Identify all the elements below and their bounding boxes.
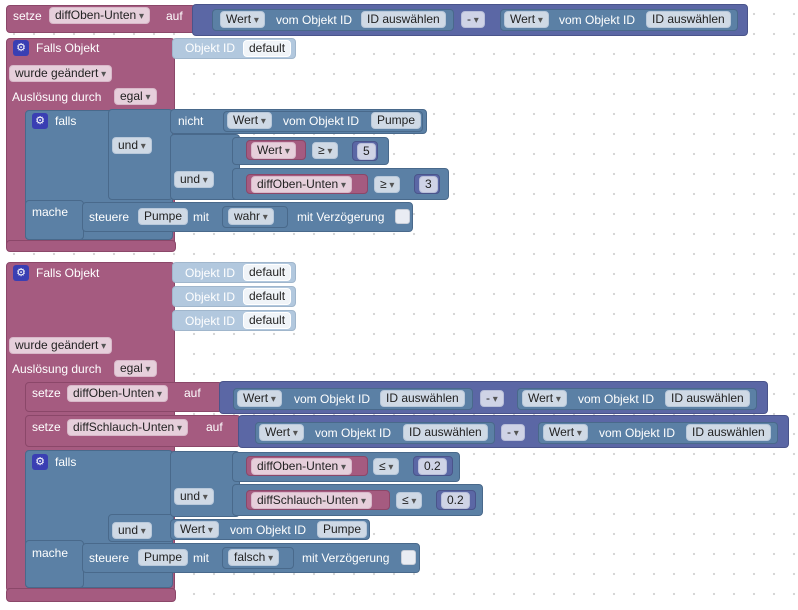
objekt-id-label: Objekt ID xyxy=(185,314,236,328)
objekt-id-label: Objekt ID xyxy=(185,290,236,304)
logic-operator-dropdown-und[interactable]: und xyxy=(112,522,152,539)
compare-operator-dropdown[interactable]: ≥ xyxy=(374,176,401,193)
setze-label: setze xyxy=(13,9,42,23)
gear-icon[interactable]: ⚙ xyxy=(13,265,29,281)
id-select-button[interactable]: ID auswählen xyxy=(646,11,731,28)
id-select-button[interactable]: ID auswählen xyxy=(686,424,771,441)
vom-objekt-id-label: vom Objekt ID xyxy=(294,392,371,406)
falls-objekt-label: Falls Objekt xyxy=(36,266,100,280)
vom-objekt-id-label: vom Objekt ID xyxy=(559,13,636,27)
object-id-field[interactable]: default xyxy=(243,288,292,305)
objekt-id-label: Objekt ID xyxy=(185,266,236,280)
ausloesung-label: Auslösung durch xyxy=(12,362,102,376)
auf-label: auf xyxy=(206,420,223,434)
falls-label: falls xyxy=(55,114,77,128)
object-id-field[interactable]: default xyxy=(243,264,292,281)
vom-objekt-id-label: vom Objekt ID xyxy=(230,523,307,537)
compare-operator-dropdown[interactable]: ≥ xyxy=(312,142,339,159)
variable-dropdown-diff-oben-unten[interactable]: diffOben-Unten xyxy=(251,176,352,193)
auf-label: auf xyxy=(184,386,201,400)
boolean-dropdown-falsch[interactable]: falsch xyxy=(228,549,280,566)
mit-verzoegerung-label: mit Verzögerung xyxy=(302,551,390,565)
object-id-field-pumpe[interactable]: Pumpe xyxy=(138,549,189,566)
variable-dropdown-wert[interactable]: Wert xyxy=(251,142,296,159)
compare-operator-dropdown[interactable]: ≤ xyxy=(396,492,423,509)
gear-icon[interactable]: ⚙ xyxy=(32,454,48,470)
trigger-block-2-bottom xyxy=(6,588,176,602)
logic-operator-dropdown-und[interactable]: und xyxy=(174,171,214,188)
change-type-dropdown[interactable]: wurde geändert xyxy=(9,65,113,82)
attribute-dropdown-wert[interactable]: Wert xyxy=(543,424,588,441)
delay-checkbox[interactable] xyxy=(401,550,416,565)
setze-label: setze xyxy=(32,386,61,400)
attribute-dropdown-wert[interactable]: Wert xyxy=(504,11,549,28)
auf-label: auf xyxy=(166,9,183,23)
steuere-label: steuere xyxy=(89,210,130,224)
attribute-dropdown-wert[interactable]: Wert xyxy=(227,112,272,129)
id-select-button[interactable]: ID auswählen xyxy=(380,390,465,407)
trigger-block-1-bottom xyxy=(6,240,176,252)
gear-icon[interactable]: ⚙ xyxy=(13,40,29,56)
operator-dropdown-minus[interactable]: - xyxy=(501,424,525,441)
gear-icon[interactable]: ⚙ xyxy=(32,113,48,129)
id-select-button[interactable]: ID auswählen xyxy=(665,390,750,407)
number-field[interactable]: 3 xyxy=(419,176,438,193)
compare-operator-dropdown[interactable]: ≤ xyxy=(373,458,400,475)
logic-and-block-outer[interactable] xyxy=(108,109,173,200)
attribute-dropdown-wert[interactable]: Wert xyxy=(237,390,282,407)
nicht-label: nicht xyxy=(178,114,204,128)
boolean-dropdown-wahr[interactable]: wahr xyxy=(228,208,274,225)
variable-dropdown-diff-schlauch-unten[interactable]: diffSchlauch-Unten xyxy=(251,492,372,509)
operator-dropdown-minus[interactable]: - xyxy=(480,390,504,407)
trigger-source-dropdown[interactable]: egal xyxy=(114,360,157,377)
object-id-field[interactable]: default xyxy=(243,312,292,329)
vom-objekt-id-label: vom Objekt ID xyxy=(283,114,360,128)
object-id-field[interactable]: default xyxy=(243,40,292,57)
variable-dropdown-diff-oben-unten[interactable]: diffOben-Unten xyxy=(49,7,150,24)
vom-objekt-id-label: vom Objekt ID xyxy=(599,426,676,440)
logic-and-block-inner[interactable] xyxy=(170,134,240,200)
variable-dropdown-diff-oben-unten[interactable]: diffOben-Unten xyxy=(67,385,168,402)
if-block-1-mache xyxy=(25,200,84,240)
delay-checkbox[interactable] xyxy=(395,209,410,224)
number-field[interactable]: 5 xyxy=(357,143,376,160)
mache-label: mache xyxy=(32,546,69,560)
logic-operator-dropdown-und[interactable]: und xyxy=(112,137,152,154)
vom-objekt-id-label: vom Objekt ID xyxy=(315,426,392,440)
object-id-field-pumpe[interactable]: Pumpe xyxy=(317,521,368,538)
ausloesung-label: Auslösung durch xyxy=(12,90,102,104)
if-block-2-mache xyxy=(25,540,84,588)
attribute-dropdown-wert[interactable]: Wert xyxy=(220,11,265,28)
mit-verzoegerung-label: mit Verzögerung xyxy=(297,210,385,224)
attribute-dropdown-wert[interactable]: Wert xyxy=(259,424,304,441)
number-field[interactable]: 0.2 xyxy=(418,458,447,475)
setze-label: setze xyxy=(32,420,61,434)
trigger-source-dropdown[interactable]: egal xyxy=(114,88,157,105)
attribute-dropdown-wert[interactable]: Wert xyxy=(174,521,219,538)
mit-label: mit xyxy=(193,551,209,565)
logic-operator-dropdown-und[interactable]: und xyxy=(174,488,214,505)
variable-dropdown-diff-schlauch-unten[interactable]: diffSchlauch-Unten xyxy=(67,419,188,436)
steuere-label: steuere xyxy=(89,551,130,565)
change-type-dropdown[interactable]: wurde geändert xyxy=(9,337,113,354)
id-select-button[interactable]: ID auswählen xyxy=(403,424,488,441)
vom-objekt-id-label: vom Objekt ID xyxy=(578,392,655,406)
attribute-dropdown-wert[interactable]: Wert xyxy=(522,390,567,407)
object-id-field-pumpe[interactable]: Pumpe xyxy=(371,112,422,129)
number-field[interactable]: 0.2 xyxy=(441,492,470,509)
falls-objekt-label: Falls Objekt xyxy=(36,41,100,55)
object-id-field-pumpe[interactable]: Pumpe xyxy=(138,208,189,225)
operator-dropdown-minus[interactable]: - xyxy=(461,11,485,28)
logic-and-block-inner-2[interactable] xyxy=(170,451,240,517)
variable-dropdown-diff-oben-unten[interactable]: diffOben-Unten xyxy=(251,458,352,475)
objekt-id-label: Objekt ID xyxy=(185,41,236,55)
mache-label: mache xyxy=(32,205,69,219)
id-select-button[interactable]: ID auswählen xyxy=(361,11,446,28)
mit-label: mit xyxy=(193,210,209,224)
vom-objekt-id-label: vom Objekt ID xyxy=(276,13,353,27)
falls-label: falls xyxy=(55,455,77,469)
